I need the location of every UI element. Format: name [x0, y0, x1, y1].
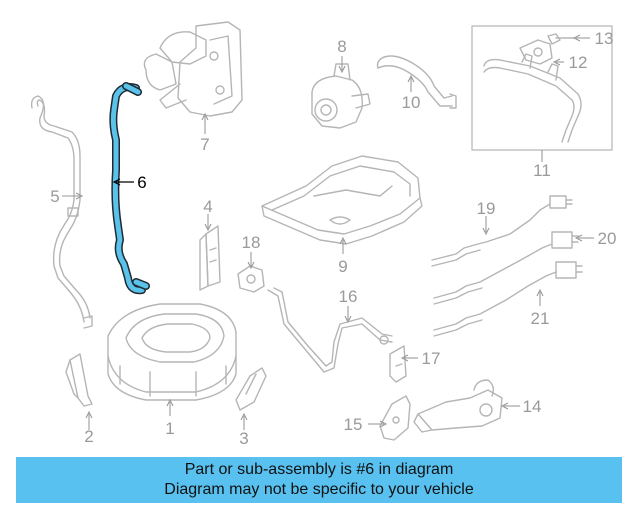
part-17-bracket[interactable]: [389, 345, 407, 383]
part-21-sensor[interactable]: [433, 261, 583, 337]
part-11-box: [471, 25, 613, 151]
part-3-bracket[interactable]: [235, 367, 267, 411]
callout-9: 9: [338, 257, 347, 276]
callout-labels: 1 2 3 4 5 6 7 8 9 10 11 12 13 14 15 16 1…: [50, 29, 616, 448]
part-12-clip[interactable]: [519, 39, 553, 65]
callout-1: 1: [165, 419, 174, 438]
part-15-bracket[interactable]: [379, 395, 411, 441]
callout-13: 13: [595, 29, 614, 48]
part-5-hose[interactable]: [30, 95, 93, 329]
part-2-bracket[interactable]: [65, 353, 93, 407]
callout-12: 12: [569, 53, 588, 72]
info-banner: Part or sub-assembly is #6 in diagram Di…: [16, 457, 622, 503]
part-19-sensor[interactable]: [431, 195, 573, 267]
part-16-pipe[interactable]: [267, 287, 393, 373]
part-13-bolt[interactable]: [547, 33, 575, 45]
part-1-reservoir[interactable]: [107, 303, 237, 401]
part-11-hose-assembly[interactable]: [483, 53, 582, 143]
parts-diagram: 1 2 3 4 5 6 7 8 9 10 11 12 13 14 15 16 1…: [30, 21, 616, 448]
banner-line-1: Part or sub-assembly is #6 in diagram: [184, 461, 454, 478]
callout-17: 17: [422, 349, 441, 368]
callout-15: 15: [344, 415, 363, 434]
part-6-hose[interactable]: [109, 82, 150, 295]
callout-16: 16: [339, 287, 358, 306]
callout-8: 8: [337, 37, 346, 56]
callout-4: 4: [203, 197, 212, 216]
part-20-sensor[interactable]: [433, 231, 579, 305]
callout-18: 18: [242, 233, 261, 252]
callout-2: 2: [84, 427, 93, 446]
part-10-hose[interactable]: [376, 55, 457, 109]
callout-5: 5: [50, 187, 59, 206]
callout-7: 7: [200, 135, 209, 154]
leader-lines: [62, 34, 594, 430]
part-9-cover[interactable]: [261, 155, 423, 245]
part-7-valve-bracket[interactable]: [143, 21, 243, 117]
callout-14: 14: [523, 397, 542, 416]
callout-21: 21: [531, 309, 550, 328]
banner-line-2: Diagram may not be specific to your vehi…: [164, 481, 474, 498]
callout-10: 10: [402, 93, 421, 112]
callout-19: 19: [477, 199, 496, 218]
callout-3: 3: [239, 429, 248, 448]
part-18-bracket[interactable]: [237, 265, 265, 293]
part-4-bracket[interactable]: [199, 225, 221, 291]
part-8-pump[interactable]: [311, 63, 371, 129]
callout-20: 20: [598, 229, 617, 248]
callout-6: 6: [137, 173, 146, 192]
callout-11: 11: [533, 161, 551, 180]
part-14-pump[interactable]: [413, 379, 503, 433]
